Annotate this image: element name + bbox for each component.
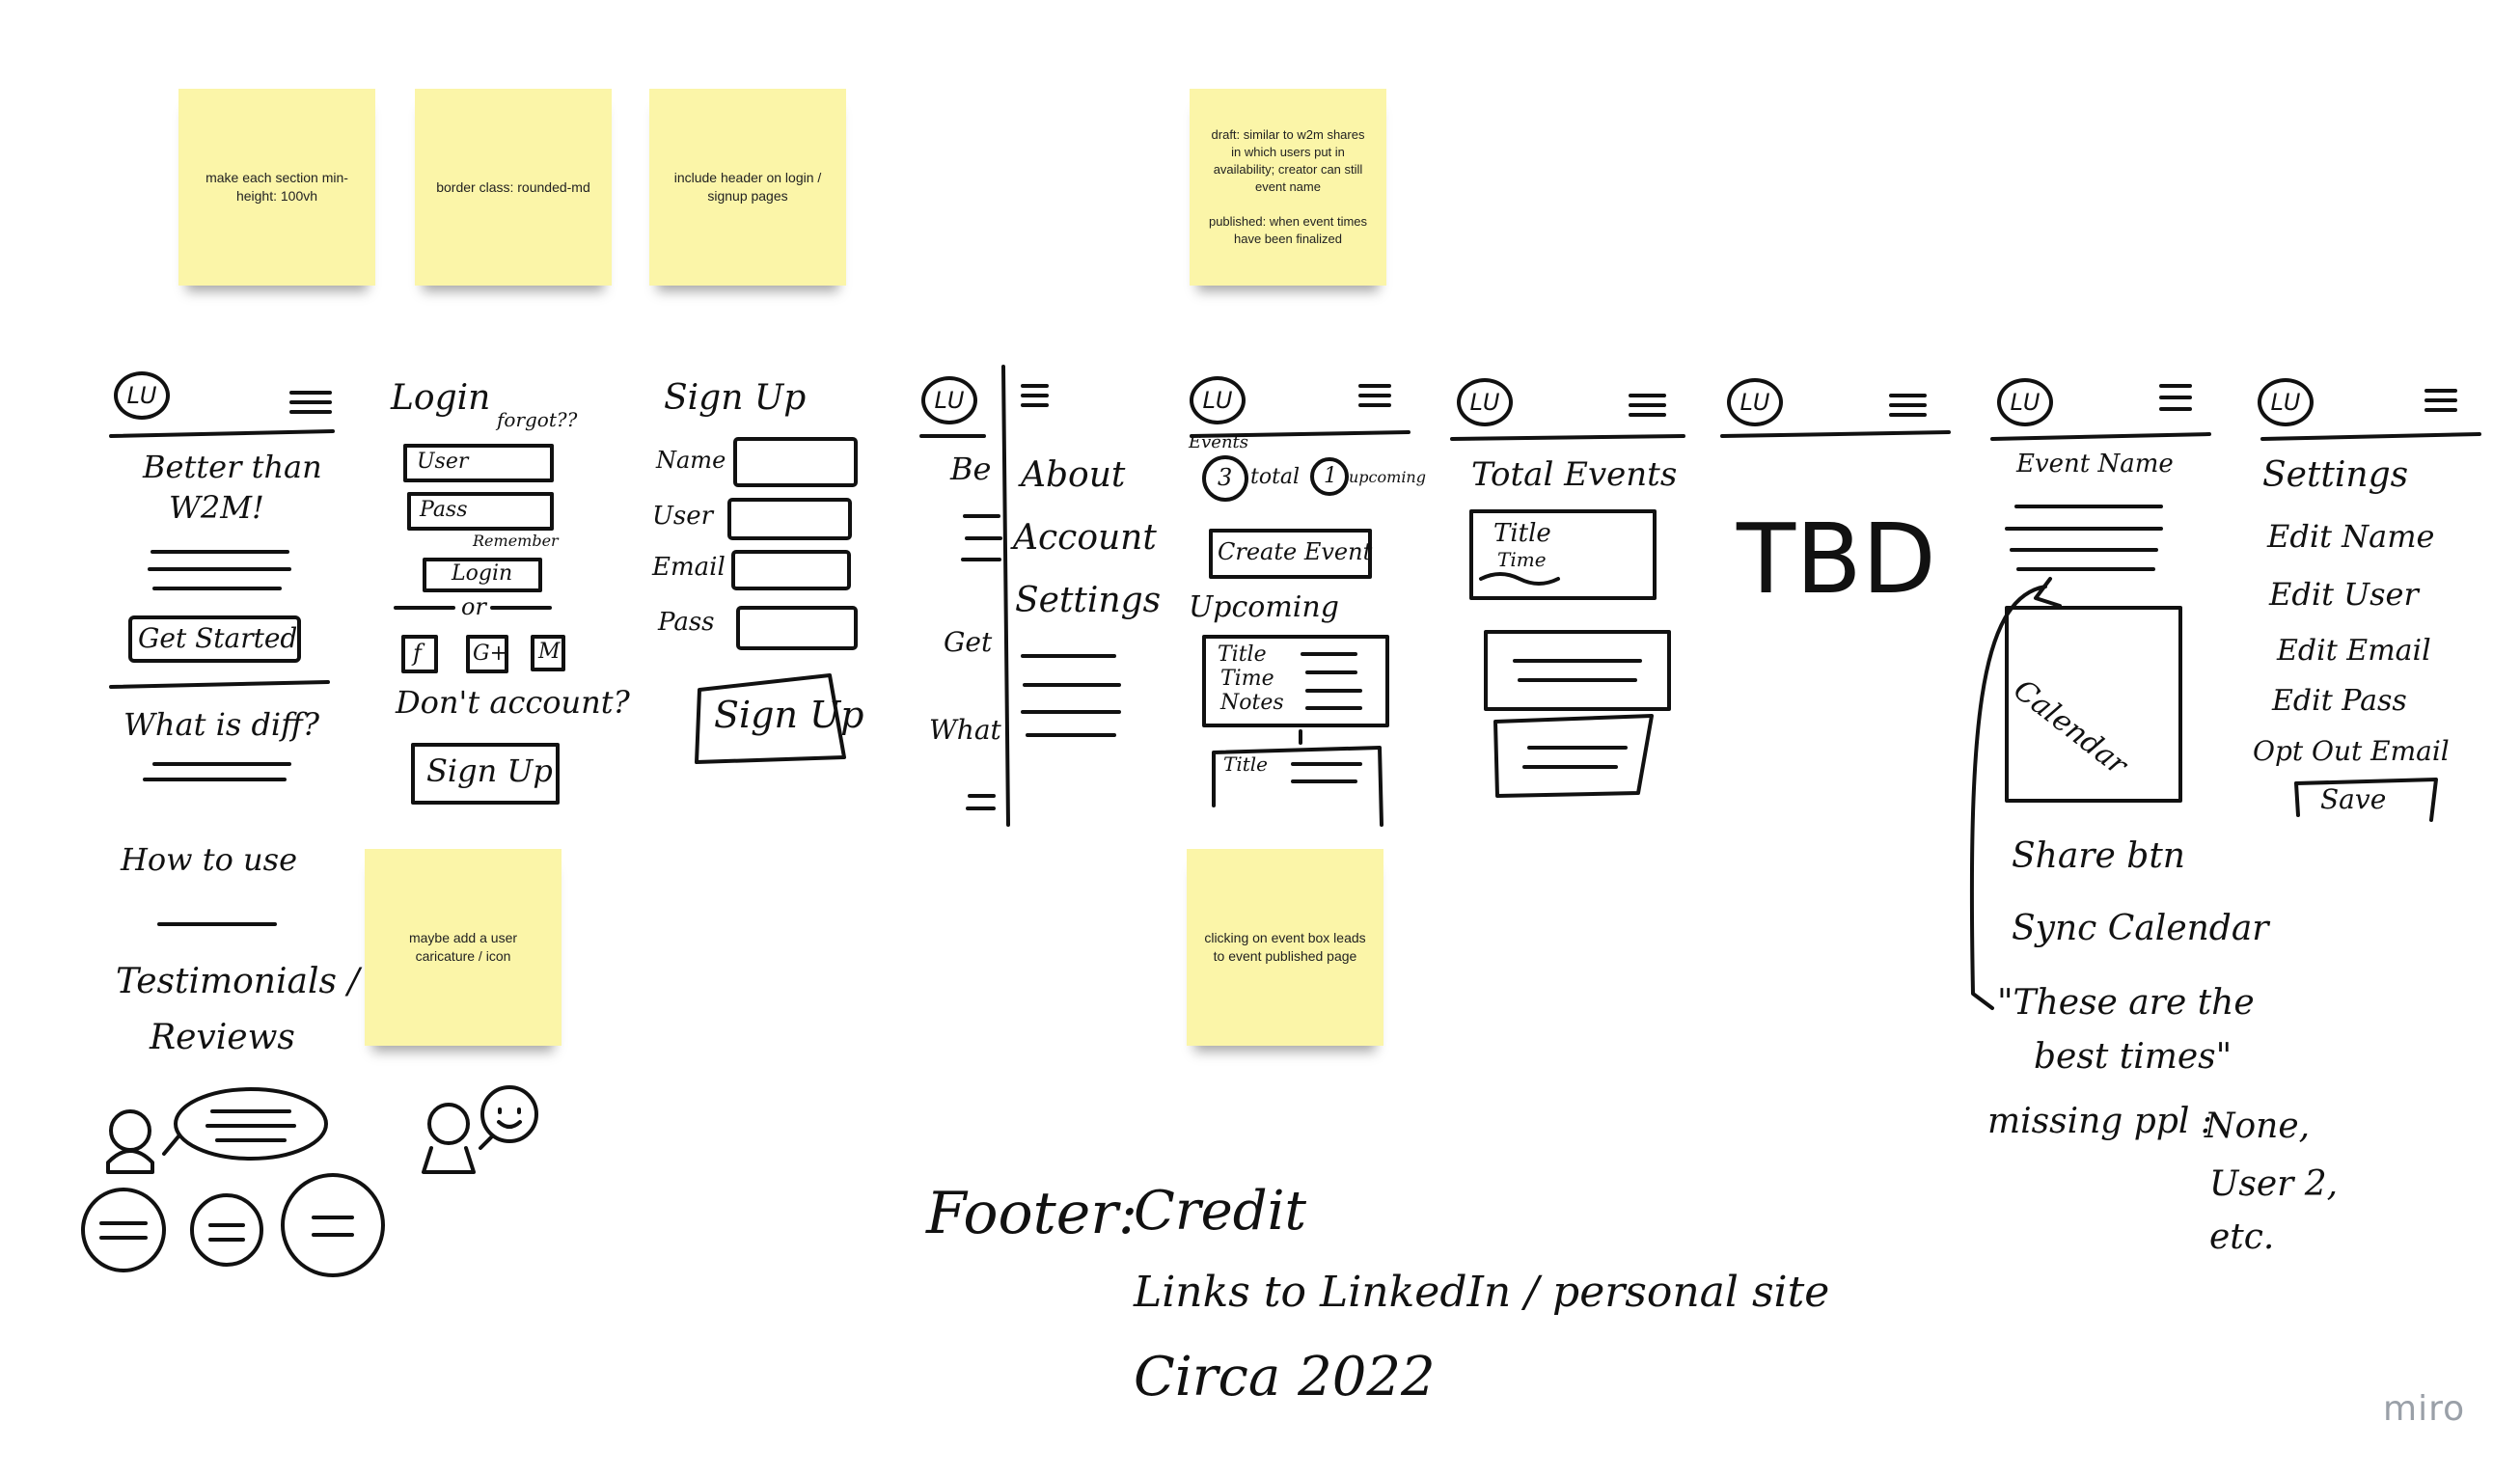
logo-badge: LU — [1997, 378, 2053, 426]
get-started-button: Get Started — [138, 622, 298, 654]
event-page-lines — [1969, 384, 2211, 1010]
logo-badge: LU — [1727, 378, 1783, 426]
landing-lines — [81, 391, 538, 1277]
best-times-text: best times" — [2034, 1037, 2232, 1077]
signup-field-label: User — [652, 502, 714, 531]
forgot-text: forgot?? — [497, 408, 578, 431]
event-card-time: Time — [1497, 548, 1547, 571]
menu-item-account: Account — [1013, 518, 1157, 558]
google-plus-icon: G+ — [473, 642, 508, 666]
upcoming-count: 1 — [1324, 464, 1337, 488]
mail-icon: M — [538, 640, 561, 664]
total-events-title: Total Events — [1471, 455, 1678, 494]
sync-calendar-text: Sync Calendar — [2012, 909, 2269, 948]
missing-people-value: User 2, — [2209, 1164, 2339, 1204]
footer-links: Links to LinkedIn / personal site — [1134, 1268, 1830, 1317]
menu-lines — [919, 365, 1121, 827]
signup-field-label: Name — [656, 447, 726, 474]
total-count: 3 — [1218, 464, 1233, 491]
footer-credit: Credit — [1134, 1180, 1307, 1243]
logo-badge: LU — [921, 376, 977, 424]
best-times-text: "These are the — [1997, 983, 2255, 1023]
landing-headline: W2M! — [169, 489, 264, 526]
event-card-title: Title — [1223, 752, 1269, 776]
settings-title: Settings — [2262, 455, 2409, 495]
dashboard-lines — [1190, 384, 1411, 827]
facebook-icon: f — [413, 640, 422, 667]
event-card-line: Title — [1218, 642, 1267, 667]
signup-link-button: Sign Up — [426, 752, 553, 789]
missing-people-label: missing ppl : — [1987, 1102, 2212, 1141]
total-events-lines — [1450, 394, 1685, 798]
event-name-title: Event Name — [2016, 450, 2174, 478]
pass-field-label: Pass — [420, 498, 468, 522]
signup-field-label: Email — [652, 553, 726, 582]
settings-item: Edit User — [2269, 576, 2419, 613]
upcoming-heading: Upcoming — [1189, 590, 1339, 624]
logo-badge: LU — [1190, 376, 1246, 424]
menu-item-about: About — [1021, 455, 1126, 495]
sticky-note[interactable]: maybe add a user caricature / icon — [365, 849, 562, 1046]
total-label: total — [1250, 465, 1301, 489]
share-button-text: Share btn — [2012, 836, 2185, 876]
landing-peek-text: Get — [944, 626, 993, 658]
missing-people-value: etc. — [2209, 1217, 2275, 1257]
no-account-text: Don't account? — [396, 684, 630, 721]
landing-headline: Better than — [143, 449, 322, 485]
logo-badge: LU — [1457, 378, 1513, 426]
signup-button: Sign Up — [714, 694, 864, 736]
event-card-title: Title — [1493, 519, 1551, 548]
create-event-button: Create Event — [1218, 538, 1373, 565]
landing-peek-text: What — [929, 714, 1001, 746]
settings-lines — [2260, 389, 2481, 822]
sticky-note[interactable]: border class: rounded-md — [415, 89, 612, 286]
event-card-line: Time — [1220, 667, 1274, 691]
or-divider-text: or — [461, 593, 486, 620]
signup-title: Sign Up — [664, 378, 807, 418]
remember-me-text: Remember — [473, 532, 559, 550]
upcoming-label: upcoming — [1349, 468, 1426, 486]
miro-watermark: miro — [2383, 1389, 2466, 1429]
events-label: Events — [1189, 432, 1249, 452]
tbd-lines — [1720, 394, 1951, 438]
signup-field-label: Pass — [658, 608, 715, 637]
login-lines — [394, 444, 565, 805]
settings-item: Opt Out Email — [2253, 735, 2450, 767]
what-is-diff-text: What is diff? — [123, 706, 319, 743]
footer-label: Footer: — [926, 1180, 1138, 1247]
tbd-text: TBD — [1737, 503, 1936, 615]
landing-peek-text: Be — [950, 451, 992, 487]
sticky-note[interactable]: clicking on event box leads to event pub… — [1187, 849, 1383, 1046]
testimonials-text: Testimonials / — [116, 962, 360, 1001]
save-button: Save — [2320, 783, 2387, 815]
menu-item-settings: Settings — [1015, 581, 1162, 620]
signup-lines — [695, 437, 858, 764]
settings-item: Edit Pass — [2272, 684, 2407, 718]
event-card-line: Notes — [1220, 691, 1284, 715]
logo-badge: LU — [114, 371, 170, 420]
settings-item: Edit Email — [2277, 634, 2431, 668]
missing-people-value: None, — [2205, 1107, 2311, 1146]
login-button: Login — [452, 561, 513, 586]
user-field-label: User — [417, 450, 469, 474]
settings-item: Edit Name — [2267, 518, 2435, 555]
sticky-note[interactable]: draft: similar to w2m shares in which us… — [1190, 89, 1386, 286]
sticky-note[interactable]: include header on login / signup pages — [649, 89, 846, 286]
logo-badge: LU — [2258, 378, 2314, 426]
sticky-note[interactable]: make each section min-height: 100vh — [178, 89, 375, 286]
login-title: Login — [391, 378, 491, 418]
how-to-use-text: How to use — [121, 841, 297, 878]
footer-circa: Circa 2022 — [1134, 1346, 1436, 1408]
testimonials-text: Reviews — [150, 1018, 295, 1057]
